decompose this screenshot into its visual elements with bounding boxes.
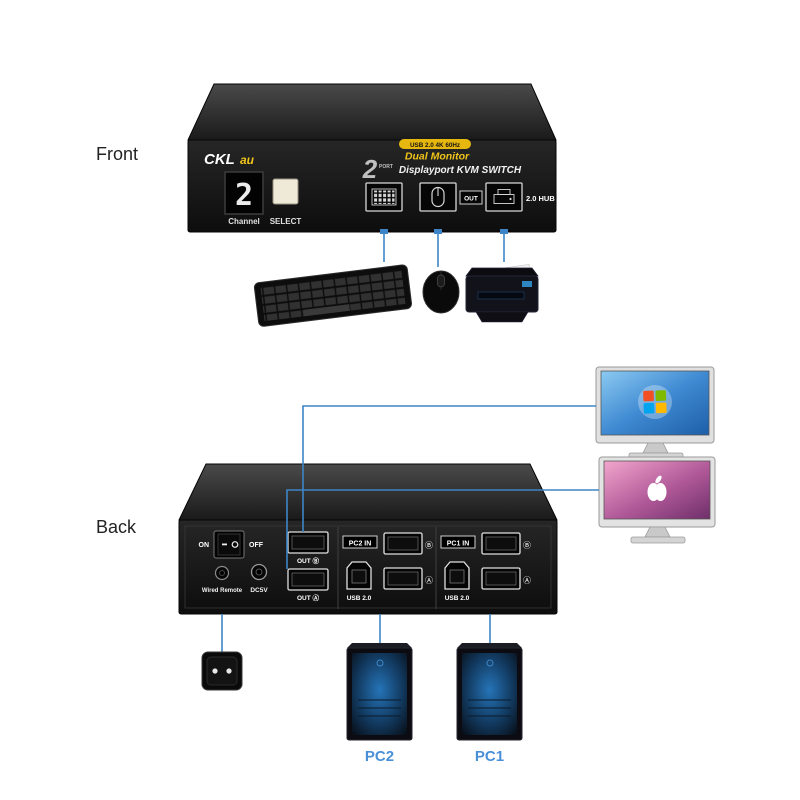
back-section-label: Back xyxy=(96,517,137,537)
pc2-dp-b-port xyxy=(383,532,423,555)
dp-out-b-port xyxy=(287,531,329,554)
out-b-label: OUT Ⓑ xyxy=(297,556,320,565)
pc1-usb20-label: USB 2.0 xyxy=(445,595,470,602)
front-out-label: OUT xyxy=(464,196,478,203)
pc2-circle-b: Ⓑ xyxy=(425,541,433,550)
apple-logo-icon xyxy=(647,475,667,501)
monitor-windows-stand xyxy=(642,442,669,454)
mouse-graphic xyxy=(422,270,460,314)
port-word: PORT xyxy=(379,164,393,170)
mouse-plug xyxy=(434,229,442,234)
power-switch xyxy=(213,530,245,559)
brand-logo: CKL xyxy=(204,151,235,168)
pc2-dp-a-port xyxy=(383,567,423,590)
dc-power-jack xyxy=(250,563,268,581)
back-top-face xyxy=(178,463,558,521)
channel-label: Channel xyxy=(228,217,260,226)
off-label: OFF xyxy=(249,542,264,549)
out-a-label: OUT Ⓐ xyxy=(297,593,320,602)
brand-logo-suffix: au xyxy=(240,153,255,167)
on-label: ON xyxy=(199,542,210,549)
keyboard-plug xyxy=(380,229,388,234)
pc1-dp-a-port xyxy=(481,567,521,590)
monitor-apple-stand xyxy=(644,526,671,538)
front-port-hub xyxy=(485,182,523,212)
usb-badge-text: USB 2.0 4K 60Hz xyxy=(410,142,460,149)
wired-remote-device xyxy=(201,651,243,691)
pc2-usb20-label: USB 2.0 xyxy=(347,595,372,602)
product-line-text: Displayport KVM SWITCH xyxy=(399,165,522,176)
pc1-circle-a: Ⓐ xyxy=(523,576,531,585)
front-top-face xyxy=(187,83,557,141)
monitor2-cable xyxy=(286,489,599,569)
pc1-input-group: PC1 IN Ⓑ Ⓐ USB 2.0 xyxy=(440,532,531,602)
select-label: SELECT xyxy=(270,217,302,226)
pc1-label: PC1 xyxy=(475,748,504,765)
front-port-mouse xyxy=(419,182,457,212)
pc1-dp-b-port xyxy=(481,532,521,555)
kvm-switch-back: ON OFF Wired Remote DC5V OUT Ⓑ xyxy=(178,463,558,615)
pc2-in-label: PC2 IN xyxy=(349,541,372,548)
wired-remote-jack xyxy=(214,565,230,581)
pc2-input-group: PC2 IN Ⓑ Ⓐ USB 2.0 xyxy=(342,532,433,602)
pc1-circle-b: Ⓑ xyxy=(523,541,531,550)
printer-plug xyxy=(500,229,508,234)
port-count-numeral: 2 xyxy=(362,154,378,184)
channel-display-digit: 2 xyxy=(235,178,253,213)
hub-label: 2.0 HUB xyxy=(526,194,555,203)
front-section-label: Front xyxy=(96,144,138,164)
keyboard-icon xyxy=(371,188,397,206)
kvm-switch-front: CKL au USB 2.0 4K 60Hz Dual Monitor 2 PO… xyxy=(187,83,557,233)
usb-badge xyxy=(399,139,471,149)
pc2-circle-a: Ⓐ xyxy=(425,576,433,585)
monitor-windows xyxy=(595,366,715,460)
front-port-keyboard xyxy=(365,182,403,212)
monitor-apple xyxy=(598,456,716,544)
select-button xyxy=(272,178,299,205)
channel-display xyxy=(224,171,264,215)
printer-graphic xyxy=(465,264,539,323)
dc5v-label: DC5V xyxy=(250,587,268,594)
pc1-in-label: PC1 IN xyxy=(447,541,470,548)
pc2-tower xyxy=(346,643,413,741)
front-cables xyxy=(380,229,508,267)
back-cables xyxy=(221,405,599,652)
dp-out-a-port xyxy=(287,568,329,591)
tagline-dual-monitor: Dual Monitor xyxy=(405,151,470,163)
pc2-label: PC2 xyxy=(365,748,394,765)
front-out-tag: OUT xyxy=(459,190,483,205)
wired-remote-label: Wired Remote xyxy=(202,588,243,594)
windows-logo-icon xyxy=(643,390,667,414)
pc1-tower xyxy=(456,643,523,741)
keyboard-graphic xyxy=(253,264,413,327)
